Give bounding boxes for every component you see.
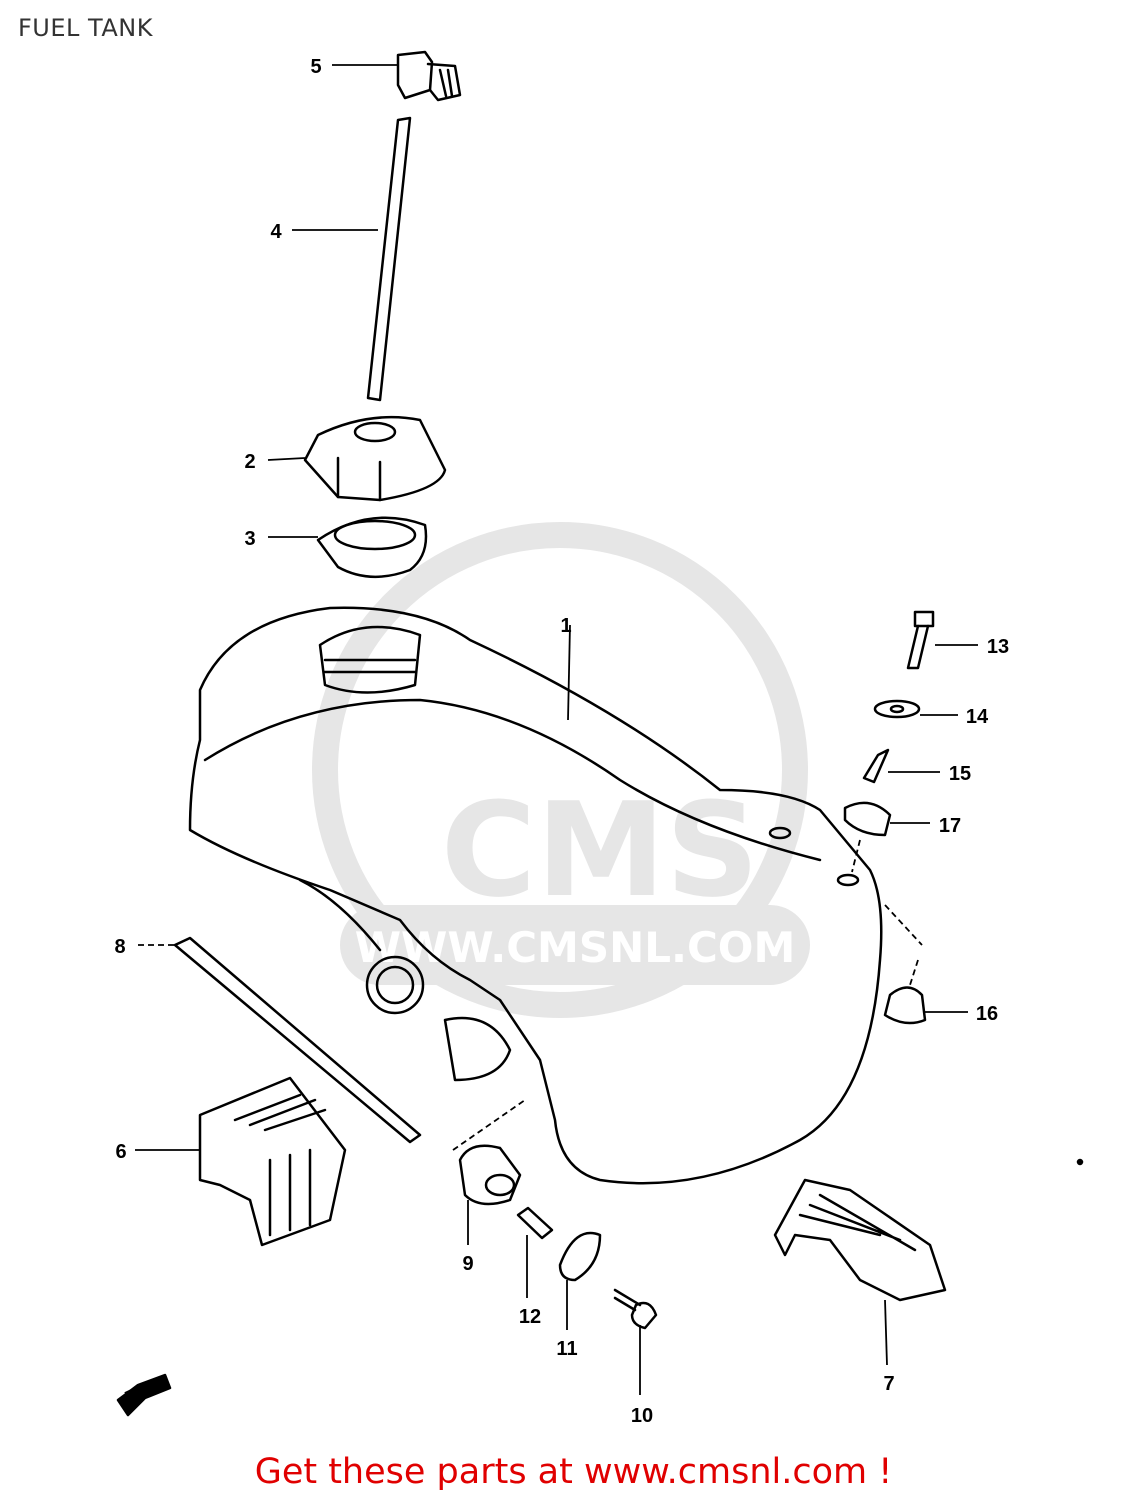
strap-8-part [173, 936, 422, 1144]
callout-6: 6 [115, 1141, 126, 1163]
callout-1: 1 [560, 615, 571, 637]
washer-14-part [873, 699, 921, 719]
cushion-16-part [883, 986, 927, 1025]
callout-13: 13 [987, 636, 1009, 658]
grommet-9-part [458, 1144, 522, 1206]
callout-3: 3 [244, 528, 255, 550]
callout-11: 11 [556, 1338, 577, 1360]
breather-hose-part [366, 116, 412, 402]
leader-lines [135, 64, 978, 1395]
screw-10-part [613, 1288, 658, 1330]
watermark: CMS WWW.CMSNL.COM [312, 522, 810, 1018]
callout-9: 9 [462, 1253, 473, 1275]
forward-arrow [116, 1373, 172, 1417]
forward-arrow-label: FWD [122, 1371, 173, 1410]
callout-2: 2 [244, 451, 255, 473]
collar-15-part [862, 748, 890, 784]
watermark-url: WWW.CMSNL.COM [355, 923, 796, 972]
watermark-logo: CMS [441, 774, 759, 926]
callout-labels: 1 2 3 4 5 6 7 8 9 10 11 12 13 14 15 16 1… [114, 56, 1009, 1427]
fuel-tank-part [188, 606, 883, 1185]
cover-6-part [198, 1076, 347, 1247]
collar-12-part [516, 1206, 554, 1240]
breather-fitting-part [396, 50, 462, 102]
callout-16: 16 [976, 1003, 998, 1025]
fuel-cap-part [303, 415, 447, 502]
callout-17: 17 [939, 815, 961, 837]
washer-11-part [558, 1231, 602, 1282]
bolt-13-part [906, 610, 935, 670]
callout-14: 14 [966, 706, 989, 728]
page-title: FUEL TANK [18, 14, 153, 42]
callout-4: 4 [270, 221, 282, 243]
cap-gasket-part [316, 516, 428, 579]
cover-7-part [773, 1178, 947, 1302]
callout-10: 10 [631, 1405, 653, 1427]
callout-5: 5 [310, 56, 321, 78]
callout-8: 8 [114, 936, 125, 958]
promo-link[interactable]: Get these parts at www.cmsnl.com ! [254, 1452, 893, 1492]
callout-7: 7 [883, 1373, 894, 1395]
cushion-17-part [843, 801, 892, 837]
callout-15: 15 [949, 763, 971, 785]
callout-12: 12 [519, 1306, 541, 1328]
